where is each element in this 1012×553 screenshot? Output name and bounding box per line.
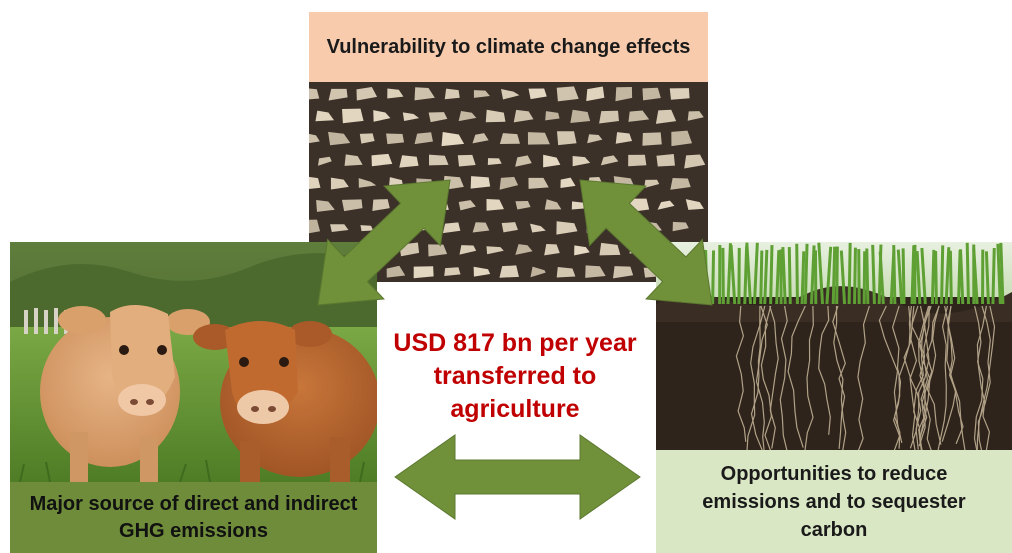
left-right-double-arrow: [394, 434, 641, 520]
center-line-3: agriculture: [450, 395, 580, 423]
left-box-label: Major source of direct and indirect GHG …: [10, 482, 377, 553]
center-line-1: USD 817 bn per year: [393, 329, 637, 357]
top-box-label: Vulnerability to climate change effects: [309, 12, 708, 82]
left-box: Major source of direct and indirect GHG …: [10, 242, 377, 553]
center-line-2: transferred to: [433, 362, 597, 390]
left-box-label-text: Major source of direct and indirect GHG …: [29, 492, 358, 542]
right-box-label: Opportunities to reduce emissions and to…: [656, 450, 1012, 553]
center-text: USD 817 bn per year transferred to agric…: [375, 327, 655, 426]
right-box-label-text: Opportunities to reduce emissions and to…: [702, 463, 966, 541]
roots-photo: [656, 242, 1012, 450]
cattle-photo: [10, 242, 377, 482]
left-top-double-arrow: [317, 179, 451, 306]
right-top-double-arrow: [579, 179, 713, 306]
top-box-label-text: Vulnerability to climate change effects: [326, 35, 691, 58]
